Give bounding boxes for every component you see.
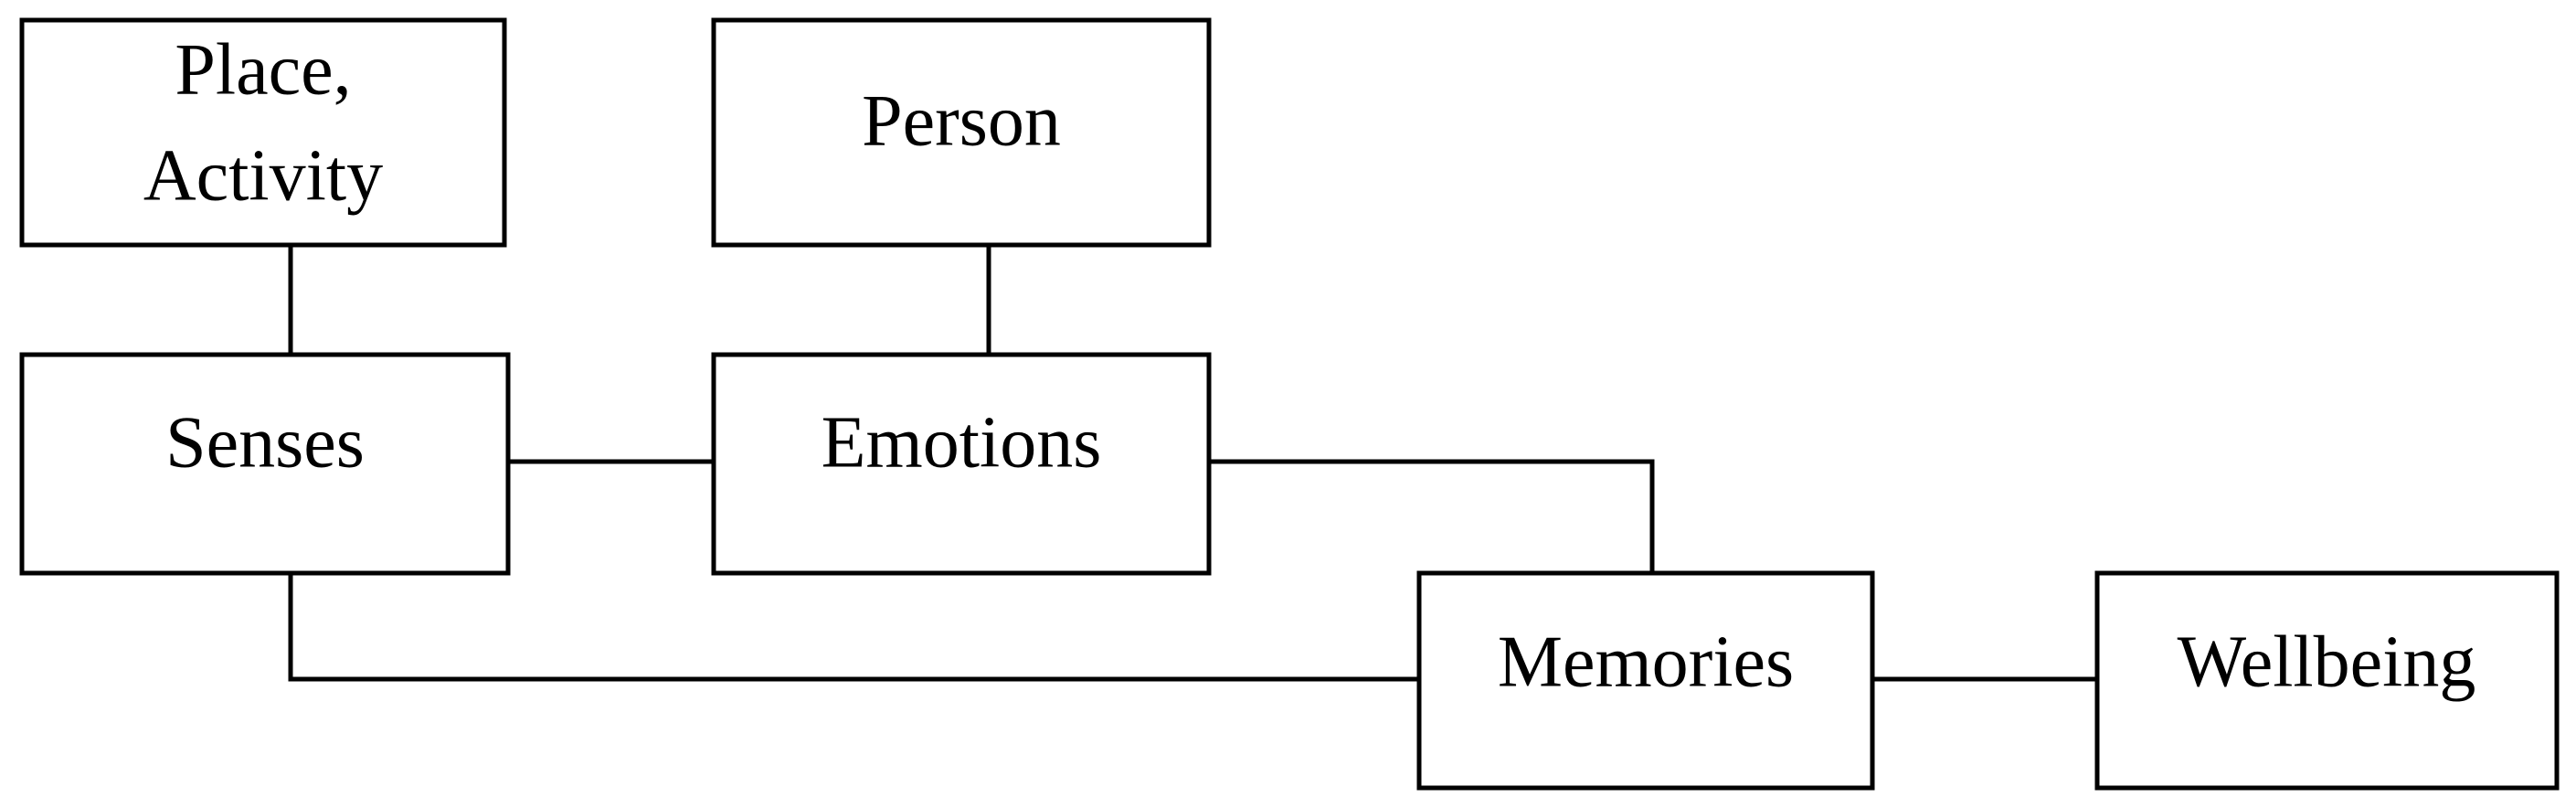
connectors (288, 245, 2097, 682)
node-senses: Senses (19, 352, 511, 576)
node-memories: Memories (1416, 570, 1875, 791)
edge-senses-to-memories (288, 573, 1419, 682)
node-wellbeing-label: Wellbeing (2178, 622, 2476, 702)
node-emotions-label: Emotions (822, 402, 1102, 483)
node-wellbeing: Wellbeing (2094, 570, 2560, 791)
node-emotions: Emotions (711, 352, 1212, 576)
node-place-activity-label-line2: Activity (143, 135, 383, 216)
node-senses-label: Senses (165, 402, 365, 483)
node-place-activity-label-line1: Place, (175, 29, 351, 110)
node-place-activity: Place, Activity (19, 17, 507, 248)
node-memories-label: Memories (1498, 622, 1794, 702)
node-person: Person (711, 17, 1212, 248)
edge-emotions-to-memories (1209, 459, 1655, 573)
node-person-label: Person (862, 80, 1061, 161)
